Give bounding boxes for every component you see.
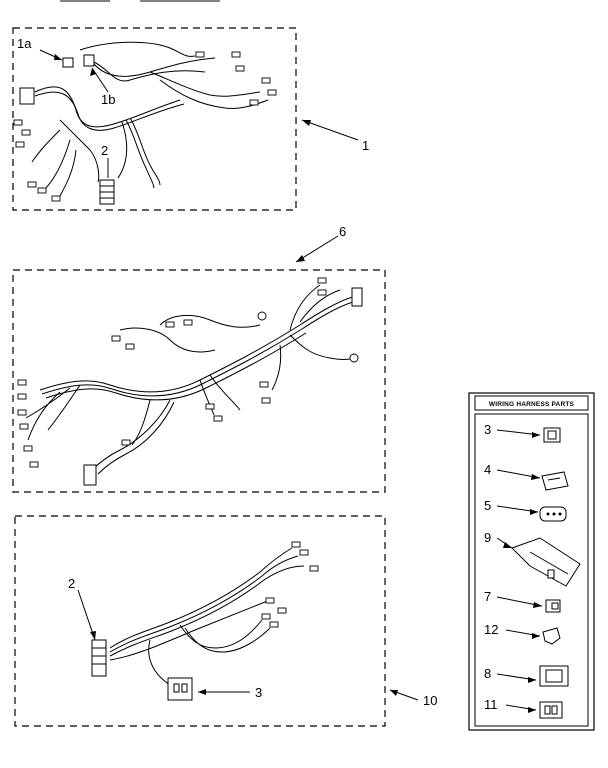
part-12-icon (542, 627, 561, 645)
callout-3-bottom: 3 (255, 685, 262, 700)
connector-2-bottom (91, 639, 107, 677)
legend-item-5: 5 (484, 498, 491, 513)
legend-item-8: 8 (484, 666, 491, 681)
callout-6: 6 (339, 224, 346, 239)
callout-1: 1 (362, 138, 369, 153)
legend-item-7: 7 (484, 589, 491, 604)
legend-title: WIRING HARNESS PARTS (489, 401, 575, 408)
part-1b (83, 54, 95, 67)
plug-6-bottom (83, 464, 97, 486)
wiring-harness-parts-legend: WIRING HARNESS PARTS 3 4 5 9 7 (468, 392, 595, 731)
leader-1 (301, 119, 359, 141)
part-4-icon (541, 471, 569, 491)
legend-item-9: 9 (484, 530, 491, 545)
callout-10: 10 (423, 693, 437, 708)
callout-2-top: 2 (101, 143, 108, 158)
callout-1b: 1b (101, 92, 115, 107)
legend-item-3: 3 (484, 422, 491, 437)
legend-item-12: 12 (484, 622, 498, 637)
legend-title-box (474, 395, 589, 411)
part-11-icon (539, 701, 563, 719)
callout-1a: 1a (17, 36, 32, 51)
leader-1b (91, 67, 109, 93)
callout-2-bottom: 2 (68, 576, 75, 591)
harness-assembly-10: 2 3 10 (14, 515, 437, 727)
assembly-1-boundary (12, 27, 297, 211)
plug-left-top (19, 87, 35, 105)
plug-6-right (351, 287, 363, 307)
legend-item-11: 11 (484, 697, 498, 712)
harness-assembly-1: 1a 1b 2 1 (12, 27, 369, 211)
harness-assembly-6: 6 (12, 224, 386, 493)
legend-item-4: 4 (484, 462, 491, 477)
assembly-10-boundary (14, 515, 386, 727)
part-1a (62, 57, 74, 68)
connector-3 (167, 677, 193, 701)
part-9-icon (511, 537, 581, 587)
assembly-6-boundary (12, 269, 386, 493)
